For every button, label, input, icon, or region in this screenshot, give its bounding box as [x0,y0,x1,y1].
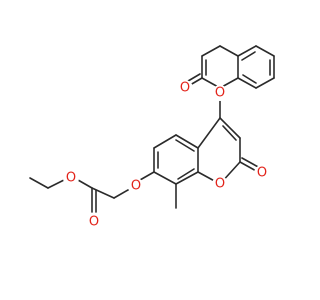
bond [153,171,177,185]
double-bond-inner [241,51,256,61]
bond [113,189,129,199]
oxygen-atom-label: O [180,81,190,96]
top-pyranone-ring [182,45,239,89]
bond [197,117,221,149]
top-benzo-ring [237,45,275,89]
bond [255,45,275,57]
ester-side-chain [29,171,155,213]
bond [139,171,155,181]
bond [47,179,65,189]
oxygen-atom-label: O [131,179,141,194]
carbonyl-bond [241,157,261,169]
bond [175,134,199,149]
double-bond-inner [242,74,257,84]
oxygen-atom-label: O [257,166,267,181]
bond [201,45,221,57]
bond [219,45,239,57]
bottom-benzo-ring [153,134,199,185]
atom-labels: O O O O O O O [63,80,270,230]
oxygen-atom-label: O [66,171,76,186]
double-bond-inner [177,168,195,180]
oxygen-atom-label: O [215,177,225,192]
bond [237,77,257,89]
bottom-pyranone-ring [197,117,261,185]
double-bond-inner [222,125,237,141]
bond [255,77,275,89]
bond [237,45,257,57]
bond [175,171,199,185]
oxygen-atom-label: O [89,215,99,230]
oxygen-atom-label: O [215,86,225,101]
bond [77,179,93,189]
molecule-canvas: O O O O O O O [29,45,275,230]
bond [219,117,241,139]
bond [153,134,177,149]
double-bond-inner [175,139,195,152]
structure-diagram: O O O O O O O [29,45,275,230]
bond [29,177,49,189]
